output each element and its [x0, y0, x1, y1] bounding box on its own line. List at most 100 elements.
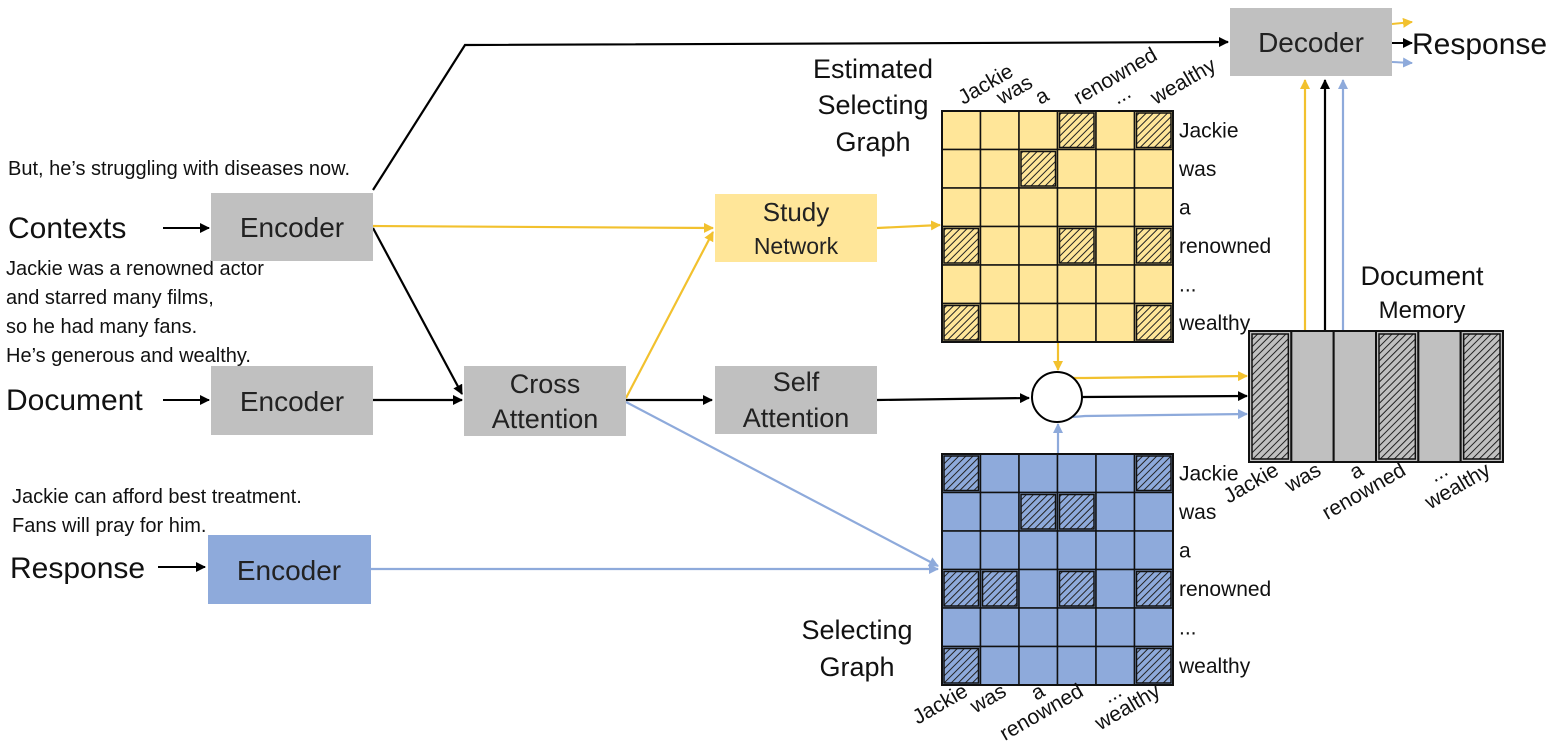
est-graph-cell [1095, 148, 1136, 189]
document-text-line-3: so he had many fans. [6, 316, 197, 338]
response-label: Response [10, 552, 145, 585]
sel-graph-cell [979, 645, 1020, 686]
est-graph-hatch-mark [1135, 112, 1172, 149]
estimated-title-line-2: Selecting [817, 90, 928, 120]
study-network-line-1: Study [763, 197, 830, 227]
self-attention-box: Self Attention [715, 366, 877, 434]
response-encoder-label: Encoder [237, 555, 341, 586]
estimated-title-line-3: Graph [835, 127, 910, 157]
sel-graph-hatch-mark [943, 647, 980, 684]
cross-to-study-arrow [625, 231, 714, 399]
sel-graph-cell [941, 530, 982, 571]
cross-attention-line-2: Attention [492, 404, 599, 434]
est-graph-cell [1133, 148, 1174, 189]
est-right-token-label: a [1179, 196, 1191, 219]
memory-token-label: renowned [1318, 458, 1409, 524]
sel-graph-cell [1133, 491, 1174, 532]
circle-to-memory-black [1081, 391, 1248, 402]
context-to-cross-arrow [372, 227, 463, 395]
selecting-title-line-1: Selecting [801, 615, 912, 645]
est-right-token-label: renowned [1179, 235, 1271, 258]
self-attention-line-1: Self [773, 367, 820, 397]
context-to-decoder-arrow [372, 37, 1229, 191]
sel-graph-hatch-mark [981, 570, 1018, 607]
est-graph-cell [1133, 187, 1174, 228]
sel-graph-cell [1018, 530, 1059, 571]
sel-bottom-token-label: Jackie [909, 679, 972, 729]
sel-graph-cell [1056, 607, 1097, 648]
memory-title-line-2: Memory [1379, 297, 1466, 324]
sel-graph-cell [979, 453, 1020, 494]
document-encoder-box: Encoder [211, 366, 373, 435]
sel-graph-cell [1095, 645, 1136, 686]
estimated-title-line-1: Estimated [813, 54, 933, 84]
selecting-title-line-2: Graph [819, 652, 894, 682]
sel-graph-hatch-mark [1135, 570, 1172, 607]
est-graph-cell [979, 302, 1020, 343]
response-text-line-2: Fans will pray for him. [12, 515, 207, 537]
est-graph-hatch-mark [1135, 304, 1172, 341]
sel-graph-cell [1095, 453, 1136, 494]
decoder-box: Decoder [1230, 8, 1392, 76]
sel-graph-cell [941, 491, 982, 532]
est-graph-cell [1095, 110, 1136, 151]
memory-hatch-mark [1378, 333, 1417, 460]
est-graph-cell [941, 187, 982, 228]
est-graph-cell [979, 187, 1020, 228]
study-network-line-2: Network [754, 233, 839, 259]
est-graph-hatch-mark [1020, 150, 1057, 187]
est-graph-cell [979, 225, 1020, 266]
sel-right-token-label: a [1179, 539, 1191, 562]
document-text-line-4: He’s generous and wealthy. [6, 345, 251, 367]
est-graph-cell [1018, 187, 1059, 228]
memory-hatch-mark [1462, 333, 1501, 460]
decoder-out-yellow [1391, 17, 1413, 28]
sel-graph-cell [1018, 453, 1059, 494]
memory-column [1417, 330, 1462, 463]
sel-right-token-label: was [1178, 501, 1216, 524]
circle-to-memory-yellow [1073, 371, 1248, 382]
sel-graph-hatch-mark [1135, 647, 1172, 684]
circle-to-memory-blue [1072, 409, 1248, 420]
memory-column [1290, 330, 1335, 463]
context-encoder-box: Encoder [211, 193, 373, 261]
est-graph-cell [941, 148, 982, 189]
est-graph-cell [1095, 264, 1136, 305]
memory-title-line-1: Document [1360, 261, 1484, 291]
cross-attention-box: Cross Attention [464, 366, 626, 436]
document-encoder-label: Encoder [240, 386, 344, 417]
document-memory [1248, 330, 1504, 463]
est-graph-cell [1133, 264, 1174, 305]
selecting-graph [941, 453, 1174, 686]
est-graph-cell [979, 264, 1020, 305]
document-text-line-2: and starred many films, [6, 287, 214, 309]
sel-graph-hatch-mark [943, 455, 980, 492]
combine-circle [1031, 371, 1083, 423]
contexts-top-text: But, he’s struggling with diseases now. [8, 158, 350, 180]
memory-column [1332, 330, 1377, 463]
sel-graph-cell [1133, 607, 1174, 648]
est-graph-cell [1056, 148, 1097, 189]
arrows [158, 17, 1413, 574]
sel-graph-hatch-mark [1135, 455, 1172, 492]
sel-right-token-label: wealthy [1178, 655, 1251, 678]
est-graph-cell [941, 264, 982, 305]
sel-graph-cell [1018, 607, 1059, 648]
response-encoder-box: Encoder [208, 535, 371, 604]
self-attention-line-2: Attention [743, 403, 850, 433]
est-graph-cell [979, 148, 1020, 189]
est-graph-cell [1095, 302, 1136, 343]
context-to-study-arrow [372, 222, 714, 233]
est-right-token-label: wealthy [1178, 312, 1251, 335]
context-encoder-label: Encoder [240, 212, 344, 243]
sel-graph-cell [1095, 607, 1136, 648]
est-top-token-label: a [1031, 83, 1053, 109]
sel-right-token-label: ... [1179, 616, 1197, 639]
est-graph-hatch-mark [943, 304, 980, 341]
sel-right-token-label: renowned [1179, 578, 1271, 601]
est-graph-cell [1018, 225, 1059, 266]
